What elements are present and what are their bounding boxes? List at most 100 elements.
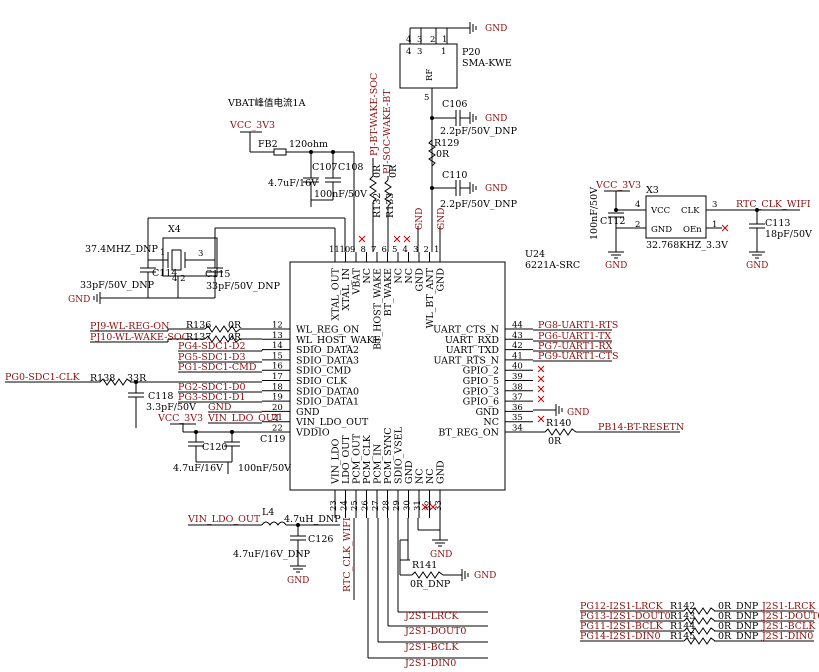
pin-11-number: 11: [329, 245, 340, 255]
x3-pin2: 2: [635, 220, 640, 230]
r145-body: [683, 637, 716, 645]
pin-29-number: 29: [392, 500, 402, 511]
pin-22-number: 22: [272, 424, 283, 434]
pin-15-number: 15: [272, 351, 283, 361]
c110-ref: C110: [442, 170, 467, 181]
right-nets: PG8-UART1-RTS PG6-UART1-TX PG7-UART1-RX …: [533, 320, 684, 447]
net-i2s-din-right: J2S1-DIN0: [761, 631, 813, 642]
pin-36-number: 36: [512, 403, 523, 413]
nc-mark-gpio6: [537, 395, 545, 403]
gnd-c110: GND: [485, 184, 507, 194]
pin-13-name: WL_HOST_WAKE: [296, 335, 381, 346]
net-soc-wake-bt: PJ-SOC-WAKE-BT: [382, 89, 393, 174]
r141-value: 0R_DNP: [410, 579, 451, 590]
c126-ref: C126: [308, 534, 333, 545]
x3-pin1: 1: [712, 220, 717, 230]
r142-value: 0R_DNP: [718, 601, 759, 612]
r144-body: [683, 627, 716, 635]
r132-body: [369, 175, 377, 203]
top-left-section: VBAT峰值电流1A VCC_3V3 FB2 120ohm C107 C108 …: [68, 97, 367, 305]
net-pg-bclk: PG11-I2S1-BCLK: [580, 621, 664, 632]
net-vin-ldo-out-bottom: VIN_LDO_OUT: [187, 514, 261, 525]
pin-41-number: 41: [512, 351, 523, 361]
pin-7-number: 7: [371, 245, 376, 255]
pin-15-name: SDIO_DATA3: [296, 355, 359, 366]
pin-43-number: 43: [512, 331, 523, 341]
x3-value: 32.768KHZ_3.3V: [646, 240, 728, 251]
pin-34-number: 34: [512, 424, 523, 434]
net-sdc1-cmd: PG1-SDC1-CMD: [178, 362, 257, 373]
pin-31-number: 31: [413, 500, 423, 511]
r136-ref: R136: [186, 320, 211, 331]
pin-10-name: XTAL_IN: [341, 268, 352, 311]
c108-value: 100nF/50V: [314, 189, 367, 200]
r137-body: [204, 335, 241, 343]
pin-39-number: 39: [512, 372, 523, 382]
pin-23-number: 23: [329, 500, 339, 511]
pin-5-number: 5: [392, 245, 397, 255]
c106-ref: C106: [442, 99, 467, 110]
u24-ref: U24: [525, 249, 545, 260]
pin-25-number: 25: [350, 500, 360, 511]
gnd-c113: GND: [746, 261, 768, 271]
pin-31-name: NC: [415, 468, 426, 484]
pin-1-number: 1: [434, 245, 439, 255]
gnd-r141: GND: [474, 571, 496, 581]
p20-pin4-in: 4: [406, 47, 411, 57]
pin-19-number: 19: [272, 393, 283, 403]
pin-13-number: 13: [272, 331, 283, 341]
r144-value: 0R_DNP: [718, 621, 759, 632]
pin-44-name: UART_CTS_N: [433, 325, 499, 336]
u24-part: 6221A-SRC: [525, 260, 580, 271]
pin-8-name: NC: [362, 268, 373, 284]
nc-mark-pin5: [393, 235, 401, 243]
c118-ref: C118: [148, 391, 173, 402]
pin-17-name: SDIO_CLK: [296, 376, 348, 387]
pin-35-number: 35: [512, 413, 523, 423]
r133-value: 0R: [388, 164, 399, 178]
p20-pin3: 3: [417, 35, 422, 45]
c110-value: 2.2pF/50V_DNP: [440, 199, 518, 210]
pin-1-name: GND: [436, 268, 447, 292]
gnd-p20: GND: [485, 24, 507, 34]
c115-ref: C115: [205, 269, 230, 280]
pin-14-name: SDIO_DATA2: [296, 345, 359, 356]
pin-4-number: 4: [403, 245, 408, 255]
nc-mark-gpio3: [537, 385, 545, 393]
net-i2s-lrck-right: J2S1-LRCK: [761, 601, 816, 612]
x4-ref: X4: [168, 224, 181, 235]
r129-ref: R129: [434, 138, 459, 149]
r129-body: [428, 139, 436, 167]
pin-38-number: 38: [512, 382, 523, 392]
pin-9-name: VBAT: [352, 267, 363, 295]
p20-ref: P20: [462, 47, 480, 58]
x4-pin3: 3: [198, 249, 203, 259]
pin-3-number: 3: [413, 245, 418, 255]
net-i2s-din: J2S1-DIN0: [404, 658, 456, 669]
r145-value: 0R_DNP: [718, 631, 759, 642]
nc-mark-pin32: [429, 503, 437, 511]
x3-gnd: GND: [651, 225, 672, 235]
nc-mark-gpio2: [537, 365, 545, 373]
c120-value: 4.7uF/16V: [173, 463, 223, 474]
pin-28-name: PCM_SYNC: [383, 428, 394, 485]
r138-body: [99, 378, 132, 386]
net-i2s-lrck: J2S1-LRCK: [404, 611, 459, 622]
pin-43-name: UART_RXD: [445, 335, 500, 346]
pin-20-number: 20: [272, 403, 283, 413]
c126-value: 4.7uF/16V_DNP: [233, 549, 311, 560]
nc-mark-gpio5: [537, 375, 545, 383]
pin-38-name: GPIO_3: [463, 386, 499, 397]
pin-41-name: UART_RTS_N: [433, 355, 499, 366]
pin-6-number: 6: [382, 245, 387, 255]
r132-ref: R132: [372, 193, 383, 218]
pin-27-name: PCM_IN: [373, 444, 384, 484]
gnd-pin3: GND: [415, 208, 425, 230]
net-vcc-vddio: VCC_3V3: [157, 413, 203, 424]
pin-30-number: 30: [403, 500, 413, 511]
top-center-section: PJ-BT-WAKE-SOC PJ-SOC-WAKE-BT R132 0R R1…: [358, 22, 518, 252]
r138-ref: R138: [90, 373, 115, 384]
r145-ref: R145: [670, 631, 695, 642]
pin-25-name: PCM_OUT: [352, 433, 363, 484]
